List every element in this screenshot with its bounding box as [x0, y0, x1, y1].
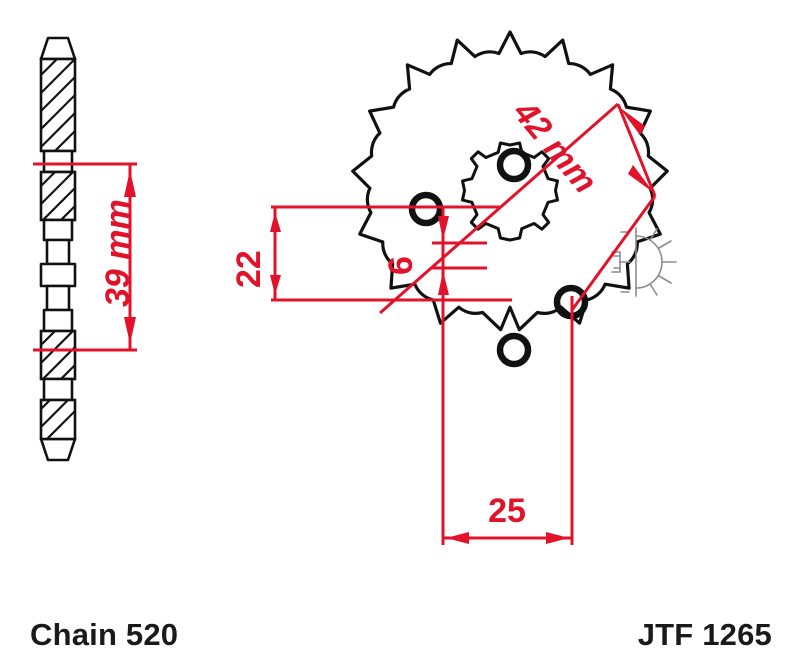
bolt-hole-left — [408, 191, 444, 227]
side-section-view — [39, 36, 77, 462]
dimension-42mm-line — [616, 103, 657, 197]
dimension-39mm-label: 39 mm — [99, 199, 137, 307]
side-view-hatched-block-4 — [39, 398, 77, 441]
part-number-caption: JTF 1265 — [638, 617, 772, 652]
side-view-gap-2 — [42, 218, 74, 242]
bolt-hole-top — [496, 147, 532, 183]
side-view-gap-1 — [42, 149, 74, 174]
dimension-39mm-arrow-top — [124, 170, 136, 197]
bolt-hole-bottom — [496, 332, 532, 368]
dimension-6-label: 6 — [382, 256, 420, 275]
dimension-42mm-leader-right — [570, 195, 657, 311]
side-view-center-block-1 — [45, 238, 71, 266]
dimension-25-arrow-right — [546, 532, 569, 544]
dimension-25-label: 25 — [488, 492, 526, 530]
side-view-gap-3 — [39, 262, 77, 288]
dimension-25-arrow-left — [446, 532, 469, 544]
chain-caption: Chain 520 — [30, 617, 178, 652]
dimension-25: 25 — [441, 243, 574, 545]
dimension-22-arrow-bottom — [270, 275, 281, 295]
side-view-hatched-block-1 — [39, 57, 77, 153]
dimension-22-arrow-top — [270, 212, 281, 232]
front-sprocket-view — [351, 30, 677, 368]
dimension-22-label: 22 — [230, 250, 268, 288]
side-view-gap-5 — [42, 377, 74, 402]
side-view-hatched-block-3 — [39, 329, 77, 381]
side-view-top-chamfer — [39, 36, 77, 61]
splined-center-hub — [461, 141, 559, 242]
dimension-6-arrow-top — [438, 216, 449, 240]
dimension-42mm-arrow-end — [628, 165, 654, 193]
side-view-bottom-chamfer — [39, 437, 77, 462]
side-view-center-block-2 — [45, 284, 71, 312]
dimension-42mm-arrow-start — [619, 107, 645, 135]
dimension-39mm-arrow-bottom — [124, 317, 136, 344]
side-view-gap-4 — [42, 308, 74, 333]
dimension-39mm: 39 mm — [33, 162, 137, 352]
dimension-22: 22 — [230, 205, 512, 302]
